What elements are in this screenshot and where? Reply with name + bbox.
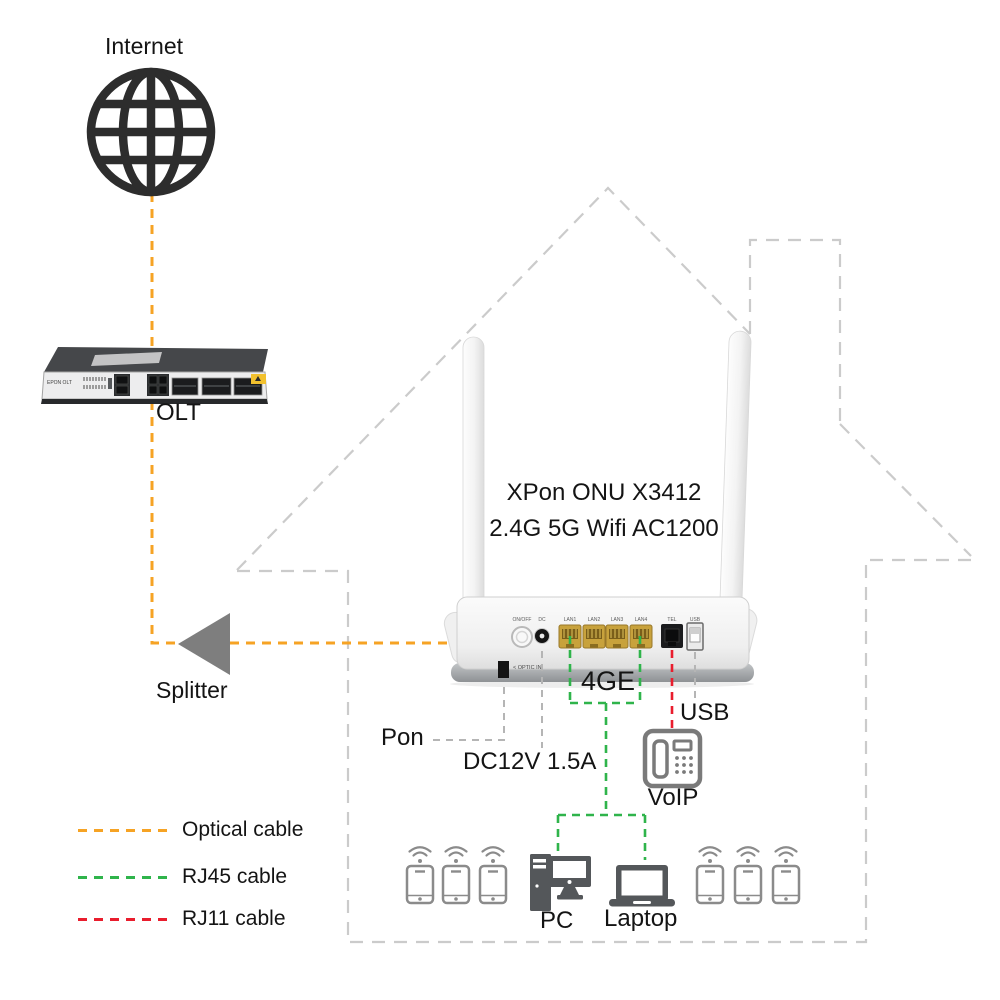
- rj11-cable-swatch: [78, 918, 168, 921]
- antenna-right: [719, 330, 752, 612]
- rj45-cable-swatch: [78, 876, 168, 879]
- smartphone-icon: [695, 846, 725, 905]
- port-label-dc: DC: [538, 617, 546, 623]
- port-label-tel: TEL: [667, 617, 676, 623]
- usb-callout-label: USB: [680, 699, 730, 726]
- house-roof-left: [236, 186, 751, 571]
- pon-callout-line: [433, 681, 505, 741]
- smartphone-icon: [733, 846, 763, 905]
- power-button: [511, 626, 533, 648]
- internet-globe-icon: [86, 67, 216, 197]
- pon-callout-label: Pon: [381, 724, 424, 751]
- rj11-cable-legend-label: RJ11 cable: [182, 907, 286, 930]
- port-label-lan2: LAN2: [588, 617, 601, 623]
- voip-phone-icon: [642, 728, 703, 789]
- tel-port: [661, 624, 683, 648]
- port-label-lan3: LAN3: [611, 617, 624, 623]
- laptop-icon: [609, 865, 675, 907]
- house-chimney: [748, 238, 842, 424]
- power-callout-label: DC12V 1.5A: [463, 748, 597, 775]
- onu-title-line2: 2.4G 5G Wifi AC1200: [489, 515, 719, 542]
- house-roof-right: [839, 423, 972, 557]
- pc-label: PC: [540, 907, 574, 934]
- onu-title-line1: XPon ONU X3412: [506, 479, 702, 506]
- lan-ports: [558, 624, 653, 649]
- port-label-lan1: LAN1: [564, 617, 577, 623]
- rj45-cable-line: [556, 636, 647, 860]
- onu-title: XPon ONU X3412 2.4G 5G Wifi AC1200: [458, 479, 750, 543]
- port-label-onoff: ON/OFF: [513, 617, 532, 623]
- splitter-icon: [178, 613, 230, 675]
- pc-icon: [530, 854, 591, 911]
- smartphone-icon: [441, 846, 471, 905]
- voip-label: VoIP: [647, 784, 699, 811]
- internet-label: Internet: [105, 33, 183, 59]
- optic-in-label: < OPTIC IN: [513, 665, 542, 671]
- optical-cable-legend-label: Optical cable: [182, 818, 304, 841]
- laptop-label: Laptop: [604, 905, 678, 932]
- house-outline: [236, 186, 973, 944]
- smartphone-icon: [771, 846, 801, 905]
- optical-cable-swatch: [78, 829, 168, 832]
- olt-led-indicators: [83, 377, 106, 389]
- port-label-lan4: LAN4: [635, 617, 648, 623]
- lan-group-callout-label: 4GE: [581, 666, 636, 696]
- rj45-cable-legend-label: RJ45 cable: [182, 865, 288, 888]
- olt-label: OLT: [156, 399, 201, 426]
- optical-cable-line: [150, 193, 460, 645]
- port-label-usb: USB: [690, 617, 701, 623]
- smartphone-icon: [478, 846, 508, 905]
- olt-panel-text: EPON OLT: [47, 380, 72, 386]
- usb-port: [686, 622, 704, 651]
- splitter-label: Splitter: [156, 677, 228, 703]
- olt-device-icon: EPON OLT: [41, 347, 268, 404]
- house-walls: [237, 558, 973, 944]
- smartphone-icon: [405, 846, 435, 905]
- antenna-left: [462, 336, 485, 610]
- optic-in-port: [498, 661, 509, 678]
